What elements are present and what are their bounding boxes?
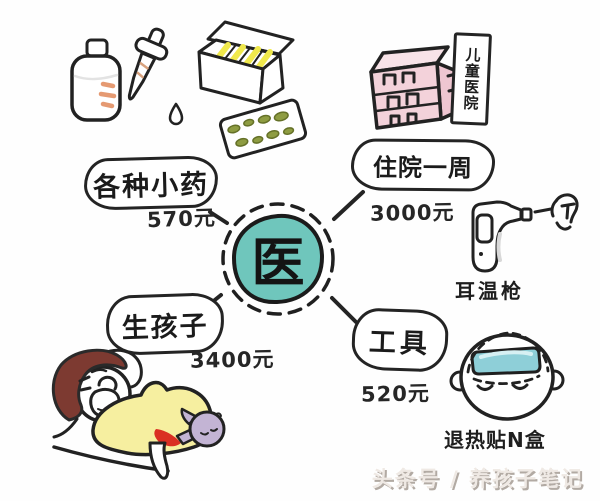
pill-blister-icon xyxy=(218,98,308,160)
center-node-label: 医 xyxy=(251,233,305,294)
medicine-box-icon xyxy=(197,20,295,105)
branch-price-birth: 3400元 xyxy=(189,347,275,373)
mother-arm xyxy=(52,417,79,439)
fever-patch-baby-icon xyxy=(449,331,565,421)
ear-thermometer-caption: 耳温枪 xyxy=(455,279,524,303)
teal-blob xyxy=(231,213,325,305)
branch-label-hospital: 住院一周 xyxy=(350,138,496,192)
branch-price-hospital: 3000元 xyxy=(369,200,455,226)
mother-baby-illustration xyxy=(51,348,226,480)
branch-price-tools: 520元 xyxy=(360,381,431,407)
watermark: 头条号 / 养孩子笔记 xyxy=(371,467,584,491)
medicine-bottle-icon xyxy=(70,38,122,122)
blanket-tail xyxy=(148,441,170,480)
drop-icon xyxy=(168,102,184,126)
newborn-head xyxy=(188,410,226,448)
dashed-ring xyxy=(221,202,335,316)
ear-icon xyxy=(550,193,579,231)
branch-label-tools: 工具 xyxy=(350,307,450,373)
center-node-emblem xyxy=(221,202,335,316)
hospital-sign-label: 儿童医院 xyxy=(450,32,492,126)
branch-price-medicines: 570元 xyxy=(146,205,217,233)
hospital-building-icon xyxy=(369,45,463,130)
dropper-icon xyxy=(127,27,184,126)
mother-hair xyxy=(51,348,128,422)
fever-patches-caption: 退热贴N盒 xyxy=(444,428,546,452)
ear-thermometer-icon xyxy=(471,200,553,273)
